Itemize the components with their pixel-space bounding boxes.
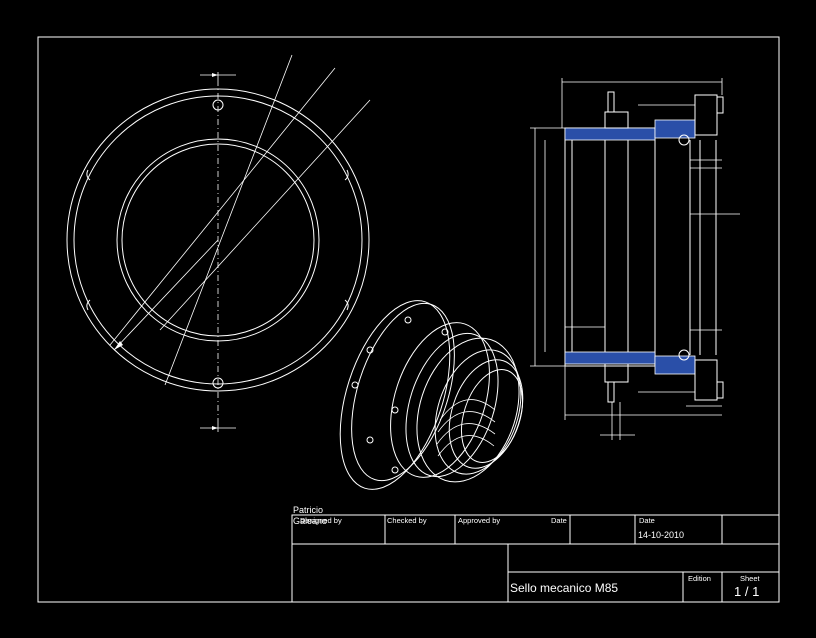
edition-label: Edition bbox=[688, 574, 711, 583]
date-label-1: Date bbox=[551, 516, 567, 525]
designed-by-label: Designed by bbox=[300, 516, 342, 525]
checked-by-label: Checked by bbox=[387, 516, 427, 525]
date-value: 14-10-2010 bbox=[638, 530, 684, 540]
sheet-label: Sheet bbox=[740, 574, 761, 583]
sheet-value: 1 / 1 bbox=[734, 584, 759, 599]
drawn-by-name-line2: Galeano bbox=[293, 516, 327, 526]
front-view bbox=[66, 54, 371, 432]
section-view bbox=[530, 78, 740, 440]
title-block bbox=[291, 514, 780, 603]
drawing-title: Sello mecanico M85 bbox=[510, 581, 618, 595]
date-label-2: Date bbox=[639, 516, 655, 525]
isometric-view bbox=[339, 300, 524, 490]
approved-by-label: Approved by bbox=[458, 516, 500, 525]
drawn-by-name-line1: Patricio bbox=[293, 505, 323, 515]
